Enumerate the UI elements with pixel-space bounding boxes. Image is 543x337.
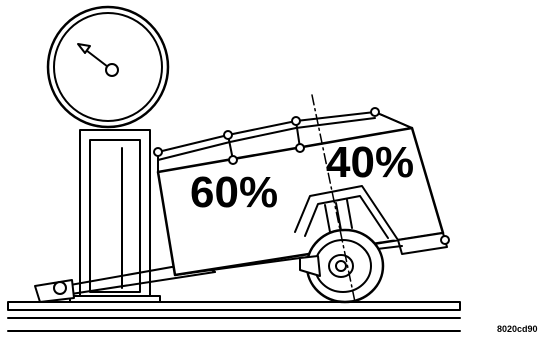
weighing-scale-icon (48, 7, 168, 302)
rear-weight-label: 40% (326, 138, 414, 187)
figure-code: 8020cd90 (497, 324, 538, 334)
front-weight-label: 60% (190, 168, 278, 217)
ground-platform (8, 302, 460, 331)
